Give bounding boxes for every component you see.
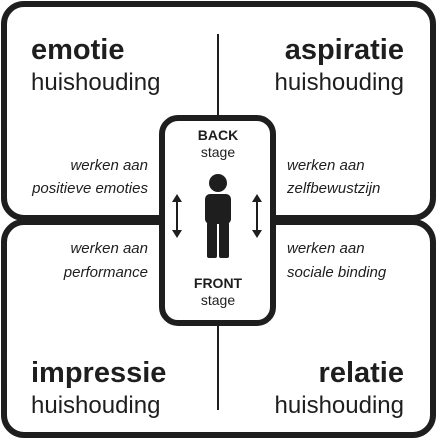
quadrant-title-relatie: relatie <box>319 357 404 389</box>
quadrant-title-aspiratie: aspiratie <box>285 34 404 66</box>
action-top-left-line1: werken aan <box>70 157 148 174</box>
quadrant-subtitle-aspiratie: huishouding <box>275 69 404 96</box>
action-top-left-line2: positieve emoties <box>31 180 148 197</box>
action-bottom-right-line1: werken aan <box>287 240 365 257</box>
quadrant-subtitle-impressie: huishouding <box>31 392 160 419</box>
front-stage-sublabel: stage <box>201 292 235 308</box>
action-top-right-line1: werken aan <box>287 157 365 174</box>
person-icon <box>205 174 231 258</box>
action-bottom-left-line1: werken aan <box>70 240 148 257</box>
quadrant-subtitle-relatie: huishouding <box>275 392 404 419</box>
action-bottom-left-line2: performance <box>63 264 148 281</box>
back-stage-label: BACK <box>198 127 238 143</box>
front-stage-label: FRONT <box>194 275 243 291</box>
quadrant-title-impressie: impressie <box>31 357 166 389</box>
back-stage-sublabel: stage <box>201 144 235 160</box>
double-arrow-left-icon <box>172 194 182 238</box>
quadrant-subtitle-emotie: huishouding <box>31 69 160 96</box>
double-arrow-right-icon <box>252 194 262 238</box>
action-top-right-line2: zelfbewustzijn <box>286 180 380 197</box>
action-bottom-right-line2: sociale binding <box>287 264 387 281</box>
quadrant-title-emotie: emotie <box>31 34 124 66</box>
